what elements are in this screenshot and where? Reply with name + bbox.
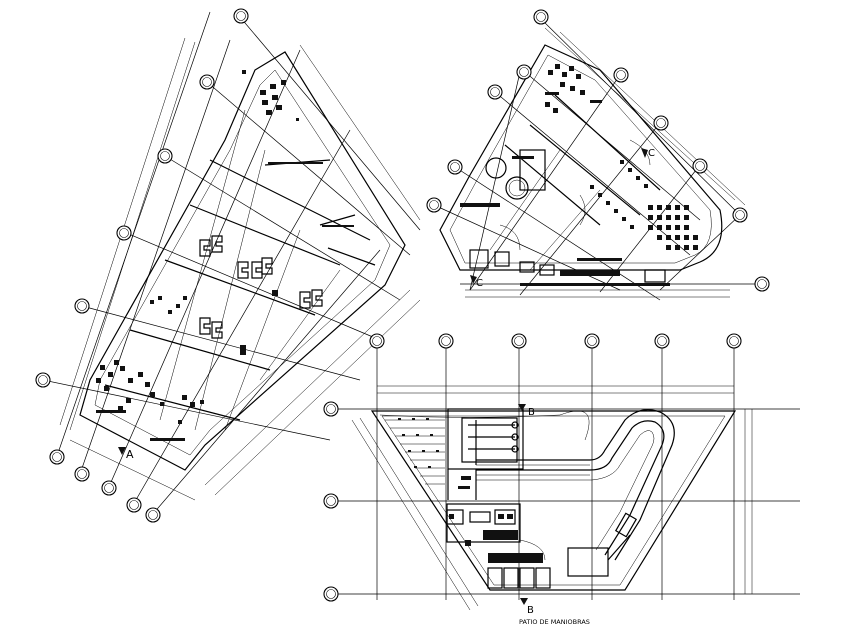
plan-c-grid-lines [433, 17, 762, 301]
plan-a-section-label: A [126, 448, 134, 461]
plan-a-interior-walls [104, 109, 376, 431]
plan-a-furniture [96, 70, 354, 441]
plan-c-interior [460, 64, 698, 286]
floor-plan-c: C C [426, 9, 770, 301]
plan-a-outline [79, 51, 406, 471]
plan-b-section-markers: B B [518, 404, 535, 616]
plan-a-grid-bubbles [35, 8, 249, 523]
plan-b-grid-bubbles [323, 333, 742, 602]
plan-b-interior [379, 408, 675, 589]
maneuver-yard-label: PATIO DE MANIOBRAS [519, 618, 590, 626]
plan-c-section-label: C [648, 148, 655, 159]
plan-b-dimension-chains [351, 385, 753, 611]
plan-a-grid-lines [42, 11, 421, 516]
floor-plan-b: B B PATIO DE MANIOBRAS [323, 333, 800, 626]
plan-b-outline [370, 410, 737, 591]
floor-plan-a: A [35, 8, 421, 523]
plan-c-seating-grid [648, 205, 698, 250]
plan-b-section-label-top: B [528, 407, 535, 418]
plan-b-section-label-bottom: B [527, 605, 534, 616]
plan-a-section-marker: A [118, 447, 134, 461]
plan-c-section-label-bottom: C [476, 278, 483, 289]
plan-c-outline [439, 44, 723, 271]
plan-c-grid-bubbles [426, 9, 770, 292]
plan-b-parking-stalls [385, 418, 445, 485]
plan-c-section-marker: C C [470, 148, 655, 289]
